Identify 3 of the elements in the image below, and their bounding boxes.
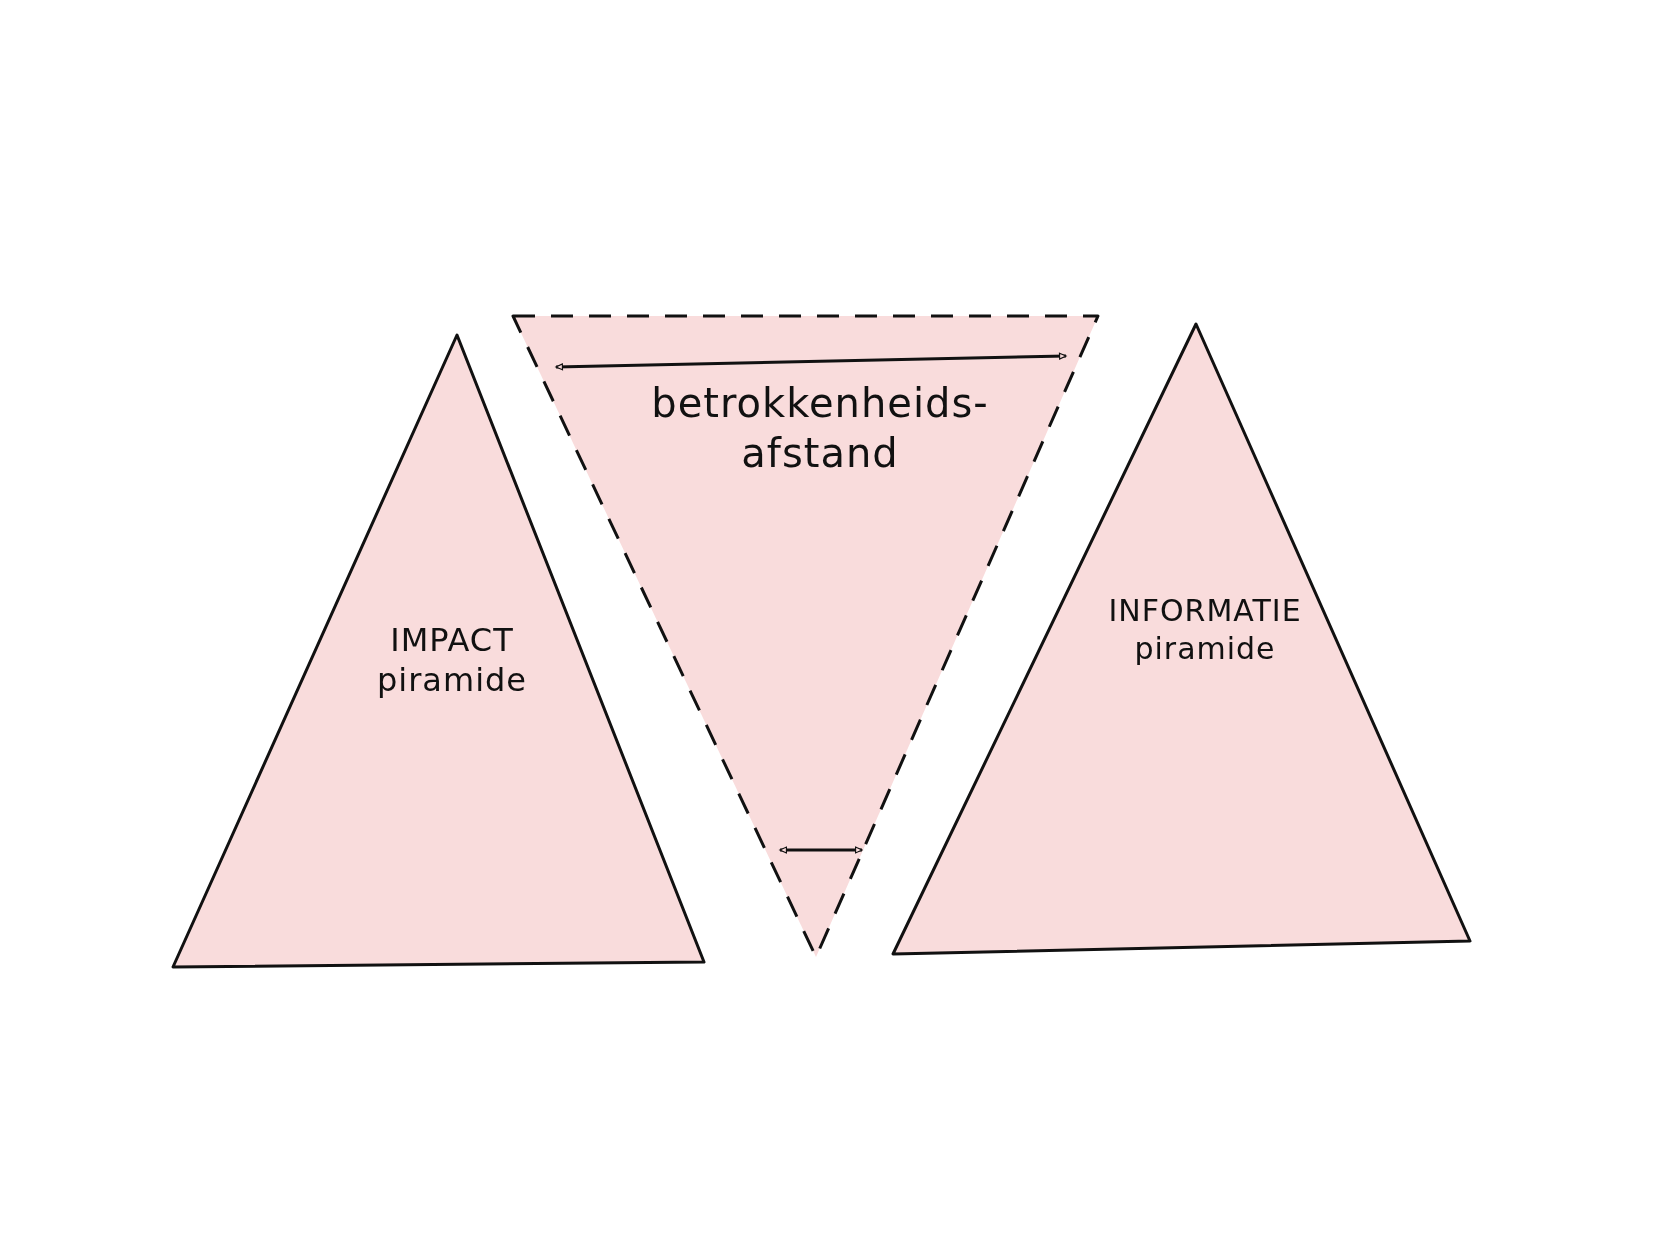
triangle-label: IMPACT piramide (376, 620, 528, 700)
triangle-label: betrokkenheids- afstand (650, 379, 990, 478)
triangle-label: INFORMATIE piramide (1107, 592, 1303, 667)
